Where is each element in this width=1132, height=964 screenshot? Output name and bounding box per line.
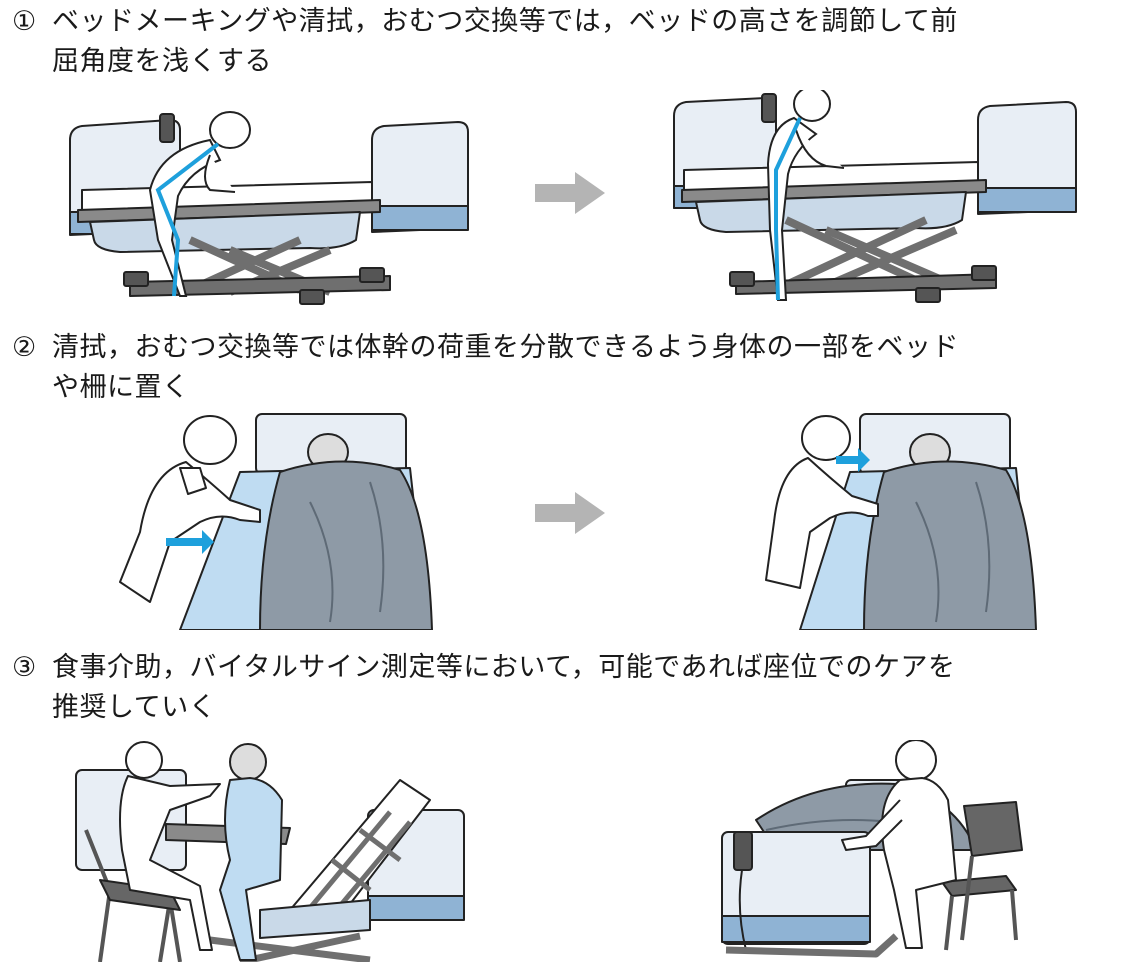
arrow-right-icon <box>535 172 605 214</box>
section-1-caption-line1: ベッドメーキングや清拭，おむつ交換等では，ベッドの高さを調節して前 <box>52 6 958 37</box>
spine-line-deep <box>155 142 220 297</box>
section-3-caption: ③ 食事介助，バイタルサイン測定等において，可能であれば座位でのケアを 推奨してい… <box>12 648 955 728</box>
bed-low-deep-bend-illustration <box>69 111 469 305</box>
section-1-number: ① <box>12 6 37 37</box>
bed-remote-icon <box>159 113 175 143</box>
section-2-caption-line1: 清拭，おむつ交換等では体幹の荷重を分散できるよう身体の一部をベッド <box>52 332 959 363</box>
caregiver-supported-illustration <box>765 413 1037 630</box>
section-3-caption-line1: 食事介助，バイタルサイン測定等において，可能であれば座位でのケアを <box>52 652 956 683</box>
section-1: ① ベッドメーキングや清拭，おむつ交換等では，ベッドの高さを調節して前 屈角度を浅… <box>0 0 1132 310</box>
section-3: ③ 食事介助，バイタルサイン測定等において，可能であれば座位でのケアを 推奨してい… <box>0 640 1132 964</box>
bed-remote-icon <box>733 831 753 871</box>
section-2-number: ② <box>12 332 37 363</box>
meal-assistance-seated-illustration <box>75 741 465 962</box>
section-1-caption-line2: 屈角度を浅くする <box>52 46 272 77</box>
caregiver-unsupported-illustration <box>119 413 433 630</box>
section-1-caption: ① ベッドメーキングや清拭，おむつ交換等では，ベッドの高さを調節して前 屈角度を浅… <box>12 2 958 82</box>
bed-remote-icon <box>761 93 777 123</box>
section-3-number: ③ <box>12 652 37 683</box>
section-2-caption: ② 清拭，おむつ交換等では体幹の荷重を分散できるよう身体の一部をベッド や柵に置く <box>12 328 959 408</box>
section-3-caption-line2: 推奨していく <box>52 692 217 723</box>
vital-signs-seated-illustration <box>721 740 1023 958</box>
arrow-right-blue-icon <box>836 448 870 472</box>
spine-line-shallow <box>774 117 802 301</box>
section-2: ② 清拭，おむつ交換等では体幹の荷重を分散できるよう身体の一部をベッド や柵に置く <box>0 320 1132 630</box>
arrow-right-icon <box>535 492 605 534</box>
section-2-caption-line2: や柵に置く <box>52 372 190 403</box>
bed-high-shallow-bend-illustration <box>673 90 1077 303</box>
arrow-right-blue-icon <box>166 530 214 554</box>
